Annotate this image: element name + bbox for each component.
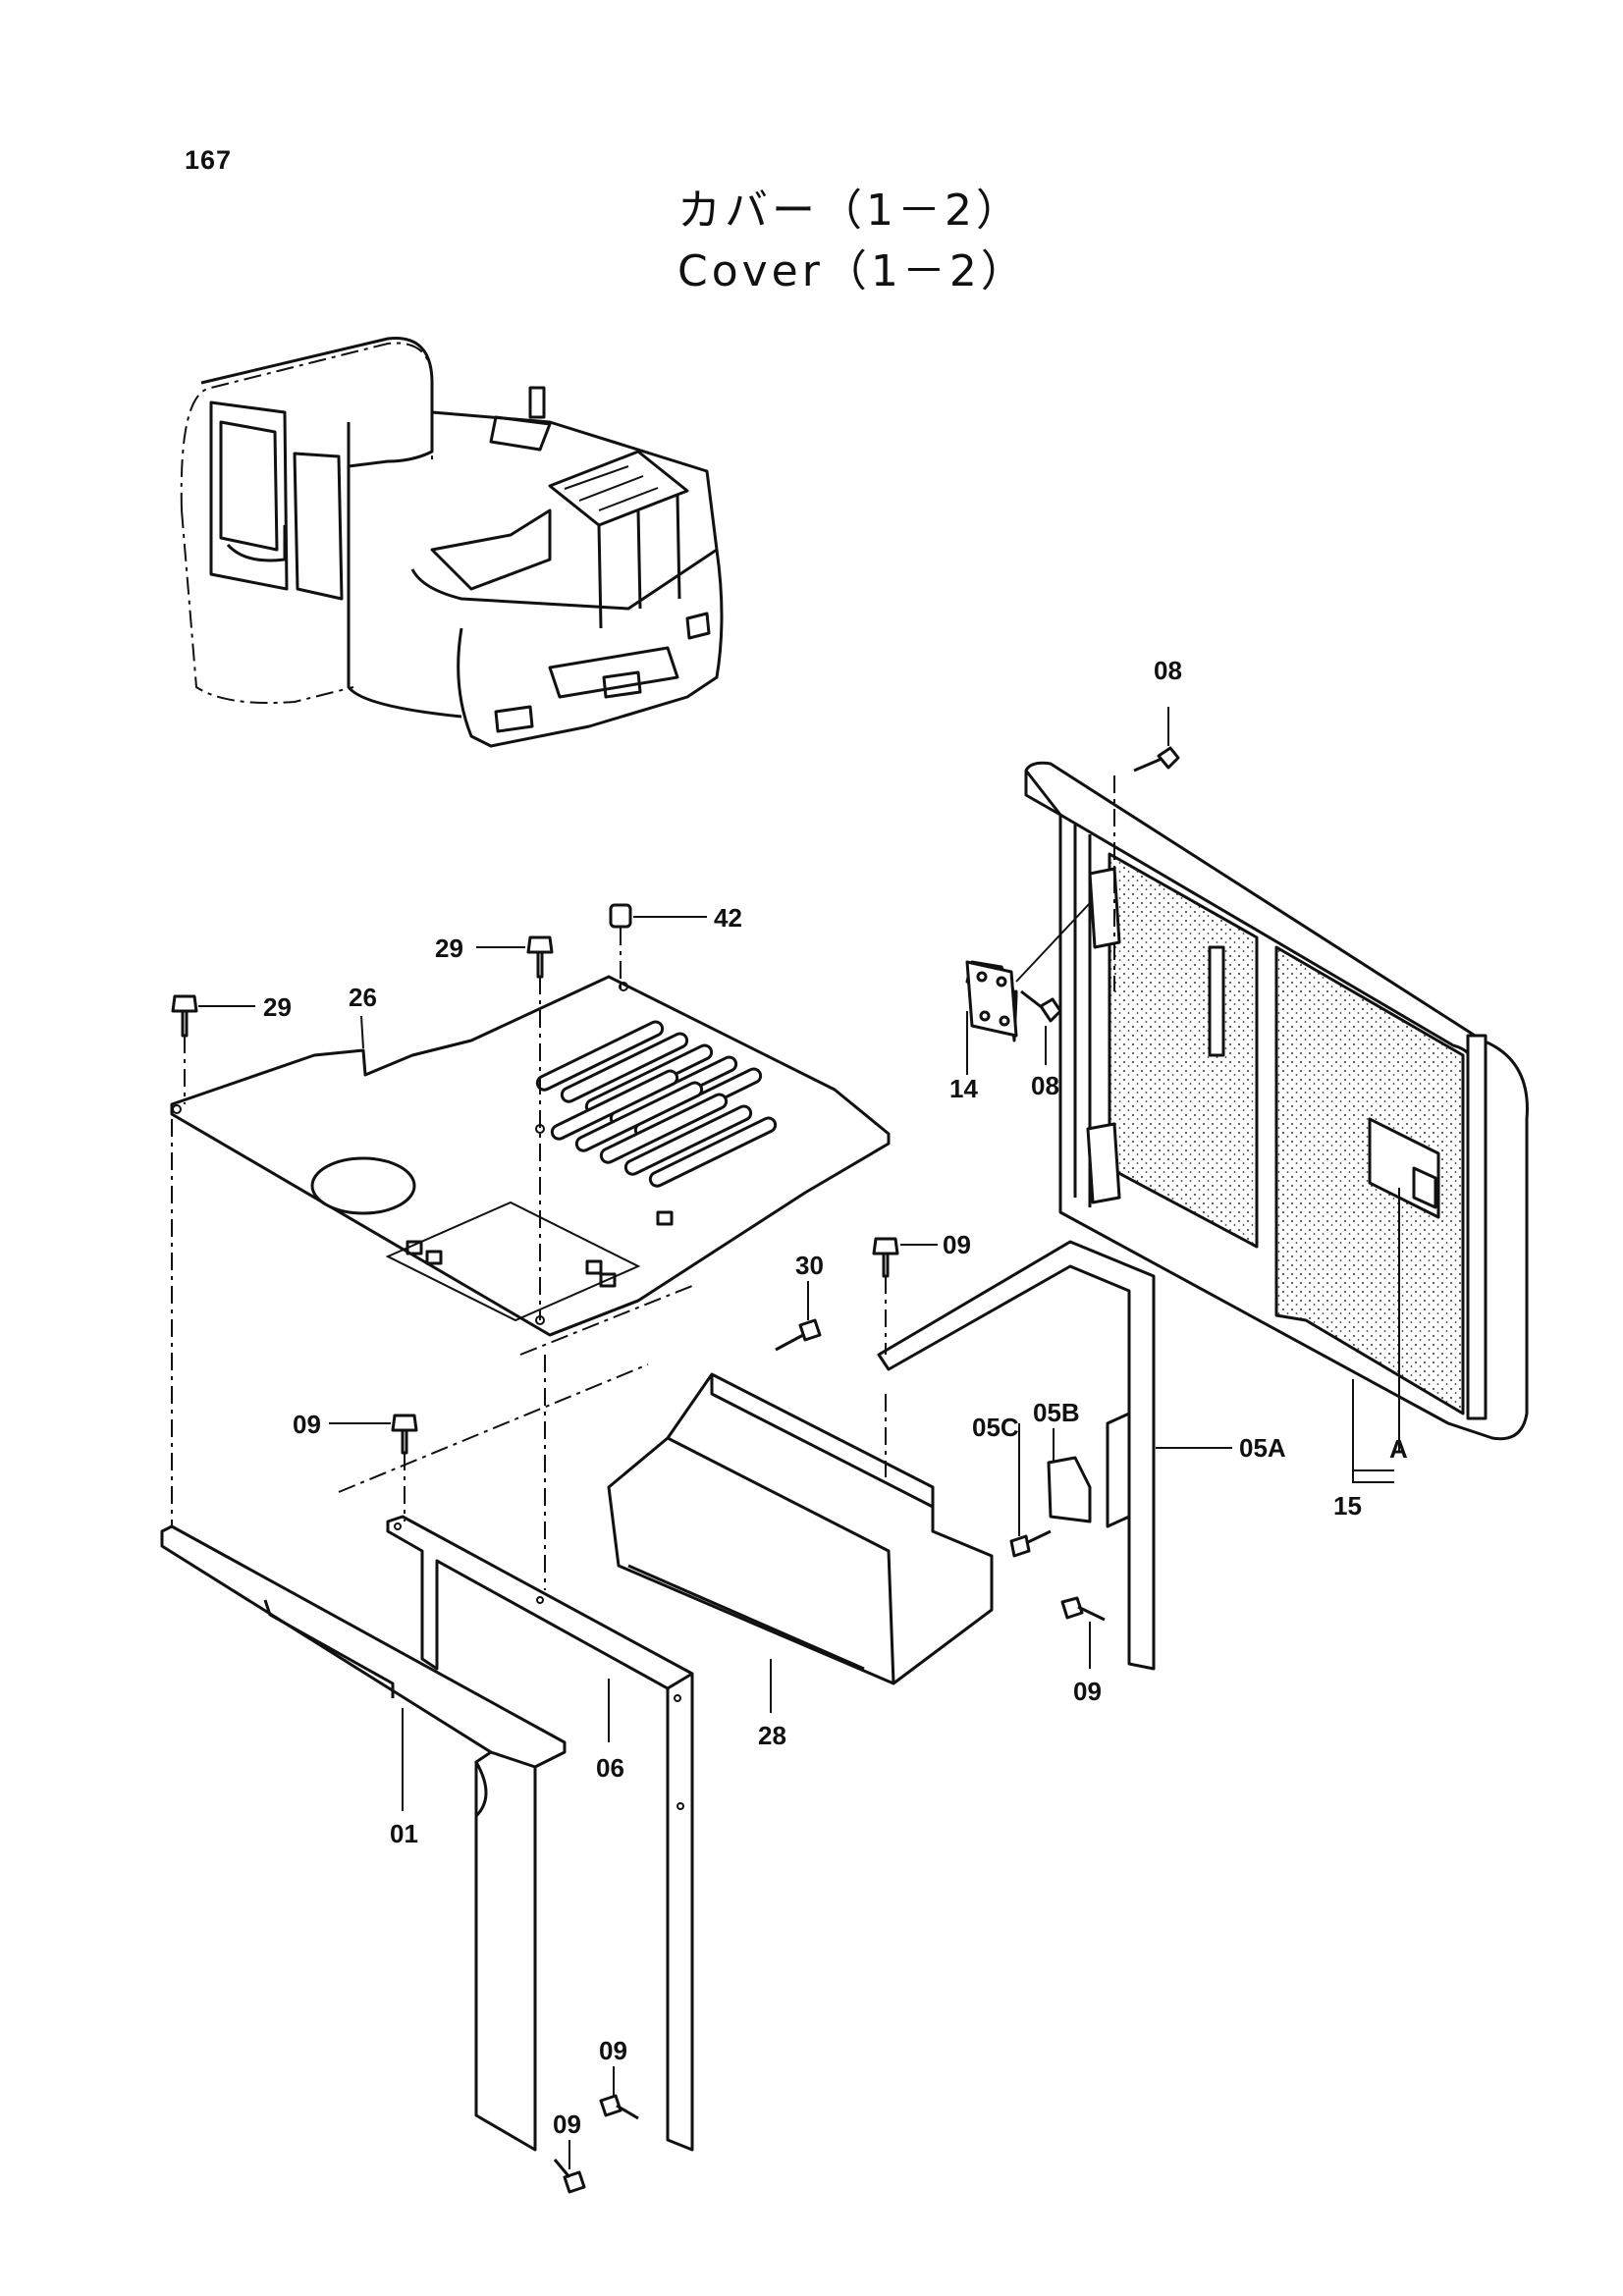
title-japanese: カバー（1－2） — [677, 186, 1023, 236]
label-29-left: 29 — [263, 992, 292, 1022]
label-08-side: 08 — [1031, 1071, 1059, 1100]
label-09-bottom-a: 09 — [599, 2036, 627, 2065]
bolts — [171, 746, 1180, 2194]
bolt-05c — [1009, 1529, 1052, 1558]
frame-01 — [160, 1524, 567, 2152]
assembly-lines — [171, 775, 1115, 1590]
label-05c: 05C — [972, 1413, 1019, 1442]
label-30: 30 — [795, 1251, 824, 1280]
excavator-overview-illustration — [180, 337, 724, 748]
bolt-29-center — [526, 935, 554, 979]
part-labels: 08 42 29 29 26 14 08 09 30 09 05A 05B 05… — [263, 656, 1408, 2139]
bolt-08-side — [1020, 989, 1062, 1023]
label-09-right: 09 — [1073, 1677, 1102, 1706]
bolt-08-top — [1133, 746, 1180, 773]
side-door-cover — [1024, 761, 1529, 1441]
leader-lines — [198, 707, 1400, 2169]
label-08-top: 08 — [1154, 656, 1182, 685]
page-number: 167 — [185, 145, 233, 175]
label-14: 14 — [949, 1074, 978, 1103]
label-01: 01 — [390, 1819, 418, 1848]
label-26: 26 — [349, 983, 377, 1012]
label-09-top: 09 — [943, 1230, 971, 1259]
top-cover-plate-26 — [170, 975, 891, 1337]
bracket-05a — [877, 1240, 1156, 1671]
label-06: 06 — [596, 1753, 624, 1783]
hinge-bracket-14 — [965, 902, 1091, 1042]
bolt-09-right — [1060, 1596, 1106, 1622]
label-15: 15 — [1333, 1491, 1362, 1521]
label-05a: 05A — [1239, 1433, 1286, 1463]
label-05b: 05B — [1033, 1398, 1080, 1427]
label-09-bottom-b: 09 — [553, 2109, 581, 2139]
bolt-29-left — [171, 994, 198, 1038]
bolt-09-bottom-b — [553, 2159, 586, 2194]
frame-06 — [386, 1515, 694, 2152]
label-42: 42 — [714, 903, 742, 933]
bolt-09-top — [872, 1237, 899, 1278]
cover-28 — [607, 1372, 994, 1685]
bolt-42 — [609, 903, 632, 929]
bolt-30 — [775, 1318, 822, 1352]
label-a: A — [1389, 1434, 1408, 1464]
label-29-center: 29 — [435, 934, 463, 963]
bracket-05b — [1047, 1456, 1092, 1523]
bolt-09-left — [391, 1414, 418, 1455]
bolt-09-bottom-a — [599, 2094, 639, 2120]
title-english: Cover（1－2） — [677, 246, 1028, 296]
label-28: 28 — [758, 1721, 786, 1750]
label-09-left: 09 — [293, 1410, 321, 1439]
